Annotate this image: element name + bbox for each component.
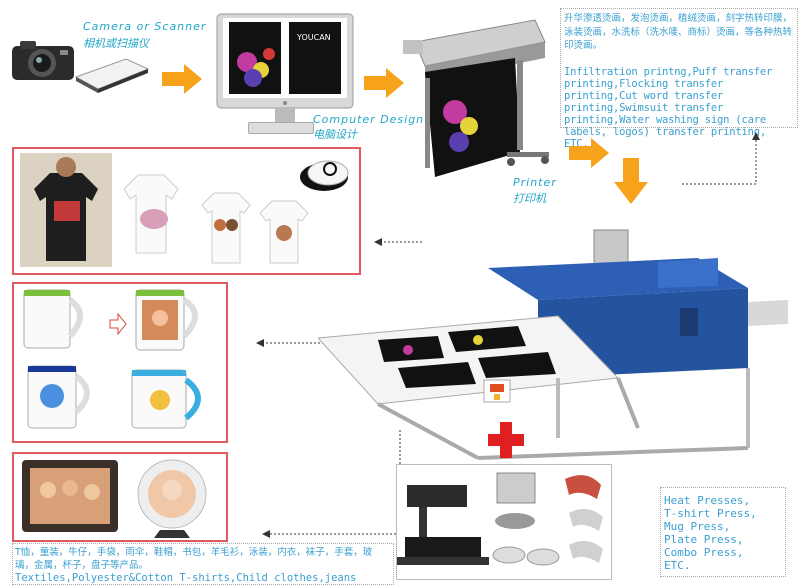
arrow-to-tshirts-icon [374,232,424,251]
flow-arrow-1-icon [162,64,202,98]
computer-label-cn: 电脑设计 [313,128,357,141]
flow-arrow-down-icon [614,158,648,208]
camera-icon [10,38,76,84]
products-text-box: T恤，童装，牛仔，手袋，雨伞，鞋帽，书包，羊毛衫，泳装，内衣，袜子，手套，玻璃，… [12,543,394,585]
arrow-to-mugs-icon [256,333,326,352]
press-item-2: T-shirt Press, [664,507,757,520]
flow-arrow-3-icon [566,138,612,172]
camera-label-cn: 相机或扫描仪 [83,37,149,50]
printer-label-cn: 打印机 [513,192,546,205]
transfer-types-box: 升华渗透烫画，发泡烫画，植绒烫画，刻字热转印膜，泳装烫画，水洗标（洗水唛、商标）… [560,8,798,150]
printer-label-en: Printer [513,176,557,189]
products-en: Textiles,Polyester&Cotton T-shirts,Child… [15,572,357,584]
scanner-icon [70,55,150,95]
tshirt-products-box [12,147,361,275]
computer-label-en: Computer Design [313,113,425,126]
press-item-3: Mug Press, [664,520,731,533]
connector-line-icon [680,132,760,192]
presses-list-box: Heat Presses, T-shirt Press, Mug Press, … [660,487,786,577]
heat-press-machine-icon [316,228,800,468]
camera-label-en: Camera or Scanner [83,20,207,33]
press-item-1: Heat Presses, [664,494,751,507]
plus-icon [486,420,526,464]
monitor-icon: YOUCAN [215,12,355,137]
press-item-4: Plate Press, [664,533,744,546]
press-item-5: Combo Press, [664,546,744,559]
combo-press-icon [396,464,612,580]
keyboard-icon [248,122,314,134]
flow-arrow-2-icon [364,68,404,102]
printer-icon [395,2,560,187]
press-item-6: ETC. [664,559,691,572]
plate-products-box [12,452,228,542]
monitor-brand-text: YOUCAN [297,33,331,42]
products-cn: T恤，童装，牛仔，手袋，雨伞，鞋帽，书包，羊毛衫，泳装，内衣，袜子，手套，玻璃，… [15,547,373,571]
transfer-types-cn: 升华渗透烫画，发泡烫画，植绒烫画，刻字热转印膜，泳装烫画，水洗标（洗水唛、商标）… [564,13,793,51]
transfer-types-en: Infiltration printng,Puff transfer print… [564,66,773,150]
mug-products-box [12,282,228,443]
